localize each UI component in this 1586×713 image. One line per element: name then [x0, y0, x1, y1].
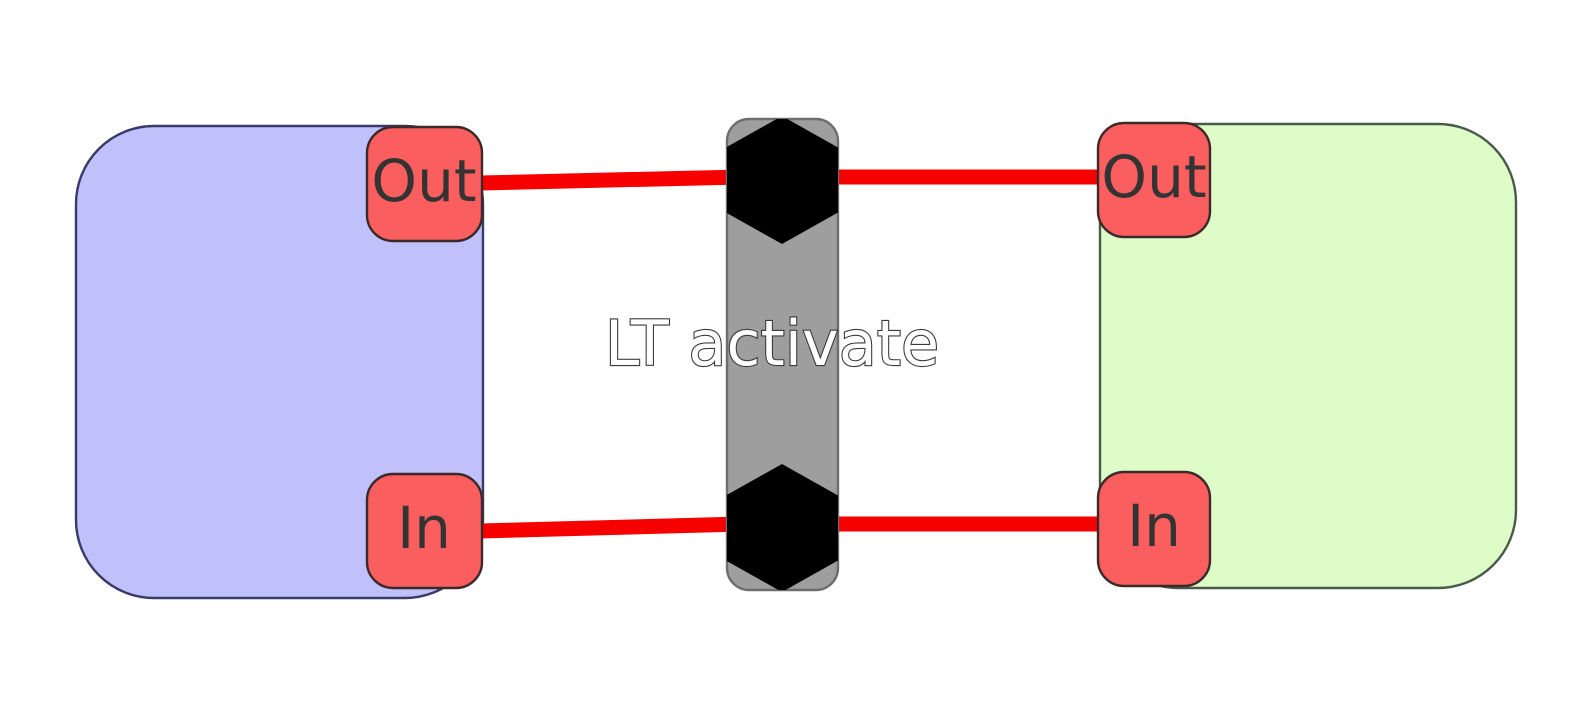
- port-group: Out In Out In: [365, 121, 1212, 590]
- port-right-out-shape[interactable]: [1096, 121, 1212, 239]
- port-left-in-label: In: [397, 494, 451, 562]
- port-right-out-label: Out: [1101, 143, 1206, 211]
- center-gate-label: LT activate: [605, 307, 939, 380]
- port-left-out-label: Out: [371, 147, 476, 215]
- link-group: [479, 169, 1104, 539]
- center-gate[interactable]: LT activate: [604, 116, 940, 592]
- right-block[interactable]: [1098, 122, 1518, 590]
- port-left-out-shape[interactable]: [365, 125, 484, 243]
- port-right-out[interactable]: Out: [1096, 121, 1212, 239]
- port-left-in[interactable]: In: [365, 472, 484, 590]
- port-right-in[interactable]: In: [1096, 470, 1212, 588]
- port-left-in-shape[interactable]: [365, 472, 484, 590]
- link-left-in-to-gate-bottom[interactable]: [479, 516, 743, 539]
- port-right-in-label: In: [1127, 492, 1181, 560]
- link-left-out-to-gate-top[interactable]: [479, 169, 743, 191]
- port-left-out[interactable]: Out: [365, 125, 484, 243]
- port-right-in-shape[interactable]: [1096, 470, 1212, 588]
- gate-bottom-hexagon-icon: [727, 464, 838, 590]
- gate-top-hexagon-icon: [727, 119, 838, 244]
